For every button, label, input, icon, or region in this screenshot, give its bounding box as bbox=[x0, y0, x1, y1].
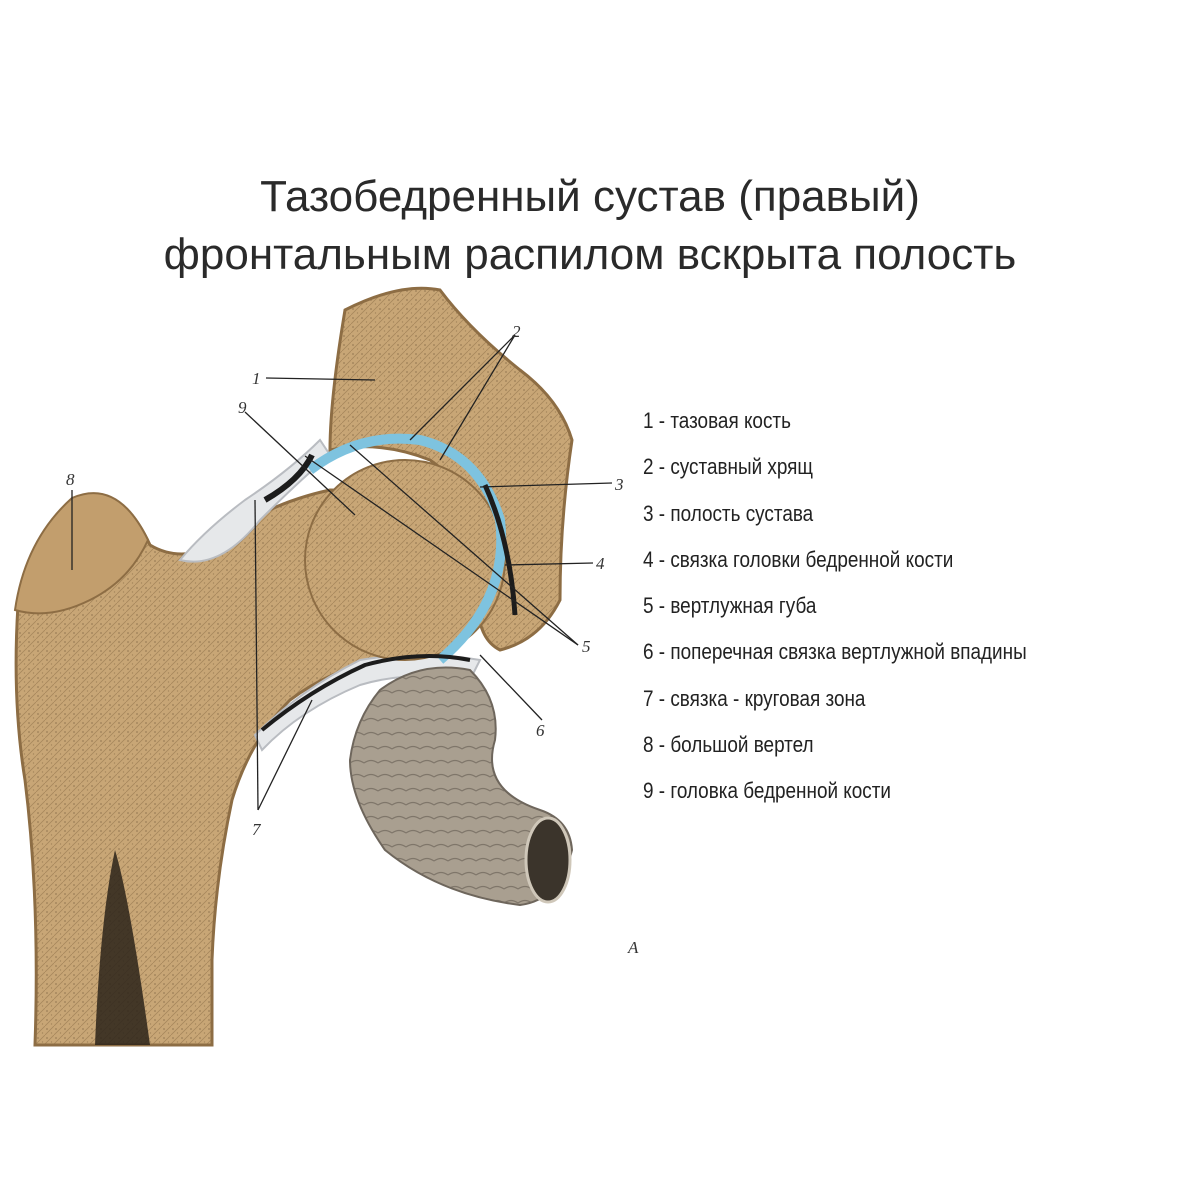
greater-trochanter bbox=[13, 492, 150, 615]
femoral-head bbox=[304, 459, 506, 661]
joint-cavity-inferior bbox=[260, 654, 471, 732]
leader-lines bbox=[71, 334, 613, 811]
label-1: 1 bbox=[252, 369, 261, 388]
legend-item: 4 - связка головки бедренной кости bbox=[643, 546, 954, 572]
legend-item: 1 - тазовая кость bbox=[643, 408, 791, 433]
legend-item: 7 - связка - круговая зона bbox=[643, 685, 866, 711]
articular-cartilage bbox=[306, 433, 507, 664]
legend-item: 9 - головка бедренной кости bbox=[643, 778, 892, 804]
femur-medullary-cavity bbox=[95, 850, 150, 1045]
title-line-1: Тазобедренный сустав (правый) bbox=[260, 172, 920, 221]
pelvic-bone bbox=[328, 286, 574, 652]
legend-list: 1 - тазовая кость 2 - суставный хрящ 3 -… bbox=[643, 398, 1089, 815]
title-line-2: фронтальным распилом вскрыта полость bbox=[163, 230, 1017, 279]
figure-number-labels: 1 2 3 4 5 6 7 8 9 A bbox=[66, 322, 639, 957]
joint-cavity-lateral bbox=[482, 483, 518, 616]
legend-item: 5 - вертлужная губа bbox=[643, 593, 817, 619]
label-6: 6 bbox=[536, 721, 545, 740]
legend-item: 8 - большой вертел bbox=[643, 732, 814, 758]
legend-item: 3 - полость сустава bbox=[643, 500, 814, 526]
label-3: 3 bbox=[614, 475, 624, 494]
diagram-title: Тазобедренный сустав (правый) фронтальны… bbox=[0, 168, 1180, 284]
label-4: 4 bbox=[596, 554, 605, 573]
panel-label: A bbox=[627, 938, 639, 957]
legend-item: 6 - поперечная связка вертлужной впадины bbox=[643, 639, 1027, 665]
label-8: 8 bbox=[66, 470, 75, 489]
pubic-ramus-cut-surface bbox=[524, 816, 572, 904]
label-5: 5 bbox=[582, 637, 591, 656]
label-7: 7 bbox=[252, 820, 262, 839]
label-9: 9 bbox=[238, 398, 247, 417]
legend-item: 2 - суставный хрящ bbox=[643, 454, 813, 480]
label-2: 2 bbox=[512, 322, 521, 341]
